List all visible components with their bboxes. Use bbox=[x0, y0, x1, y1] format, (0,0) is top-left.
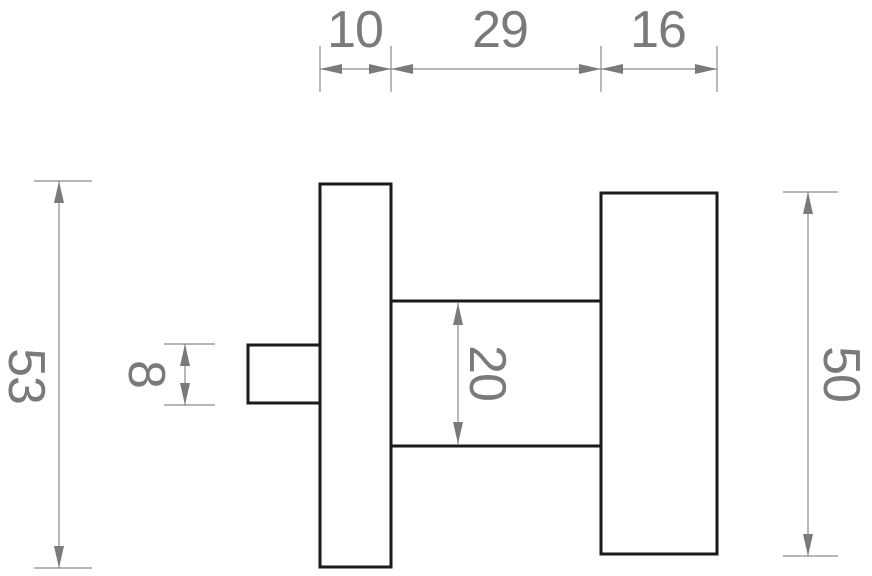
dimension-label: 20 bbox=[458, 345, 516, 401]
top-dimensions: 10 29 16 bbox=[319, 1, 718, 92]
dimension-label: 8 bbox=[117, 360, 175, 388]
dimension-rose-height: 53 bbox=[0, 180, 92, 569]
dimension-label: 10 bbox=[327, 1, 383, 59]
dimension-neck-height: 20 bbox=[453, 303, 516, 444]
dimension-label: 50 bbox=[812, 346, 870, 402]
spindle bbox=[246, 343, 322, 405]
dimension-rose-width: 10 bbox=[320, 1, 391, 74]
dimension-label: 29 bbox=[472, 1, 528, 59]
knob-head bbox=[599, 191, 719, 556]
dimension-neck-width: 29 bbox=[391, 1, 601, 74]
dimension-spindle-height: 8 bbox=[117, 343, 215, 406]
part-outlines bbox=[246, 182, 719, 569]
dimension-knob-width: 16 bbox=[601, 1, 717, 74]
dimension-knob-height: 50 bbox=[783, 191, 870, 557]
dimension-label: 53 bbox=[0, 348, 55, 404]
rose-plate bbox=[318, 182, 393, 569]
dimension-label: 16 bbox=[630, 1, 686, 59]
